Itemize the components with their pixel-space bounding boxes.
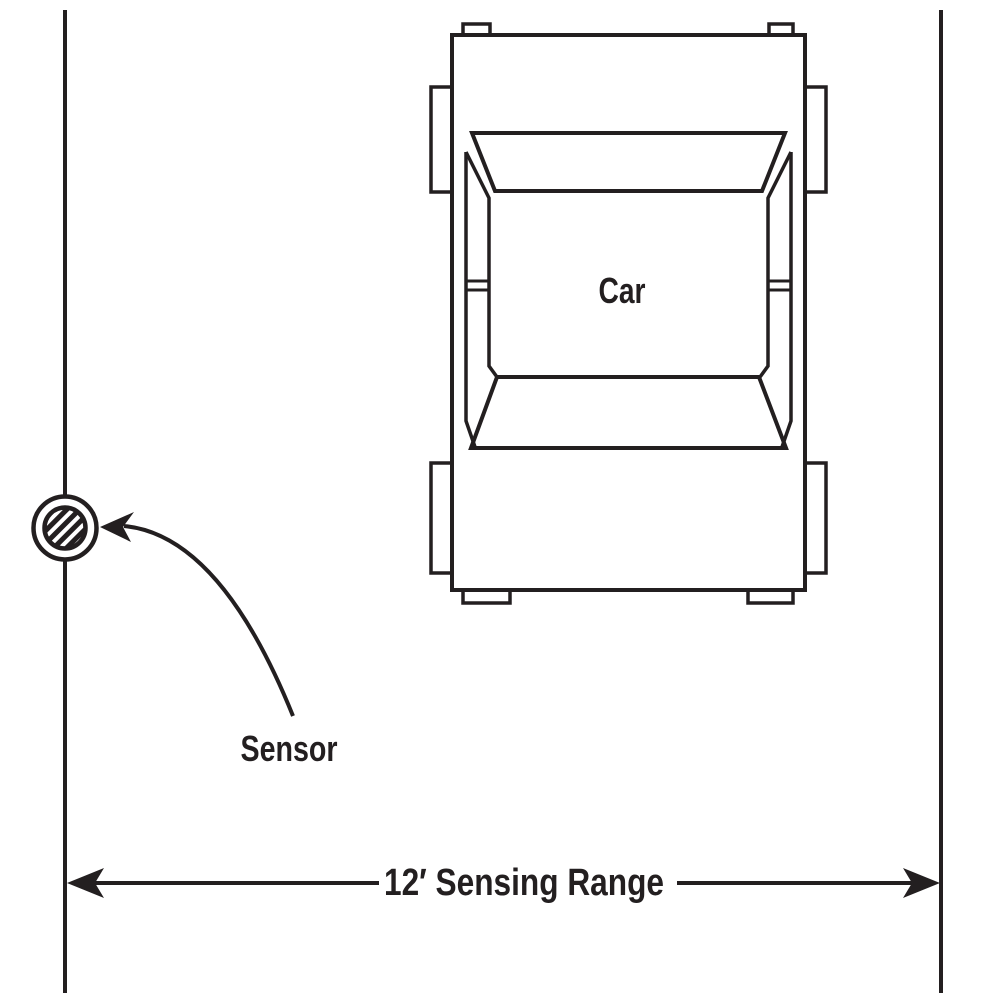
car-b-pillar-right (768, 279, 791, 292)
sensor-symbol (31, 494, 99, 562)
car-wheel-rear-right (803, 461, 828, 575)
right-arrowhead-icon (903, 868, 940, 898)
sensing-range-dimension: 12′ Sensing Range (67, 862, 940, 904)
car-wheel-front-right (803, 85, 828, 194)
sensor-arrowhead-icon (100, 512, 134, 542)
car-wheel-front-left (429, 85, 454, 194)
car-windshield (469, 131, 788, 193)
car-body (450, 33, 807, 592)
car-wheel-rear-left (429, 461, 454, 575)
sensor-arrow-curve (123, 524, 295, 717)
car-top-view: Car (429, 22, 828, 605)
car-b-pillar-left (466, 279, 489, 292)
sensor-inner-circle-hatched (42, 505, 88, 551)
sensing-range-label: 12′ Sensing Range (384, 862, 664, 904)
sensor-callout-arrow (100, 512, 295, 717)
sensor-label: Sensor (241, 728, 338, 769)
car-side-left-outer-line (464, 152, 477, 448)
car-label: Car (599, 270, 646, 311)
left-arrowhead-icon (67, 868, 104, 898)
car-rear-window (468, 375, 789, 450)
car-side-right-outer-line (780, 152, 793, 448)
